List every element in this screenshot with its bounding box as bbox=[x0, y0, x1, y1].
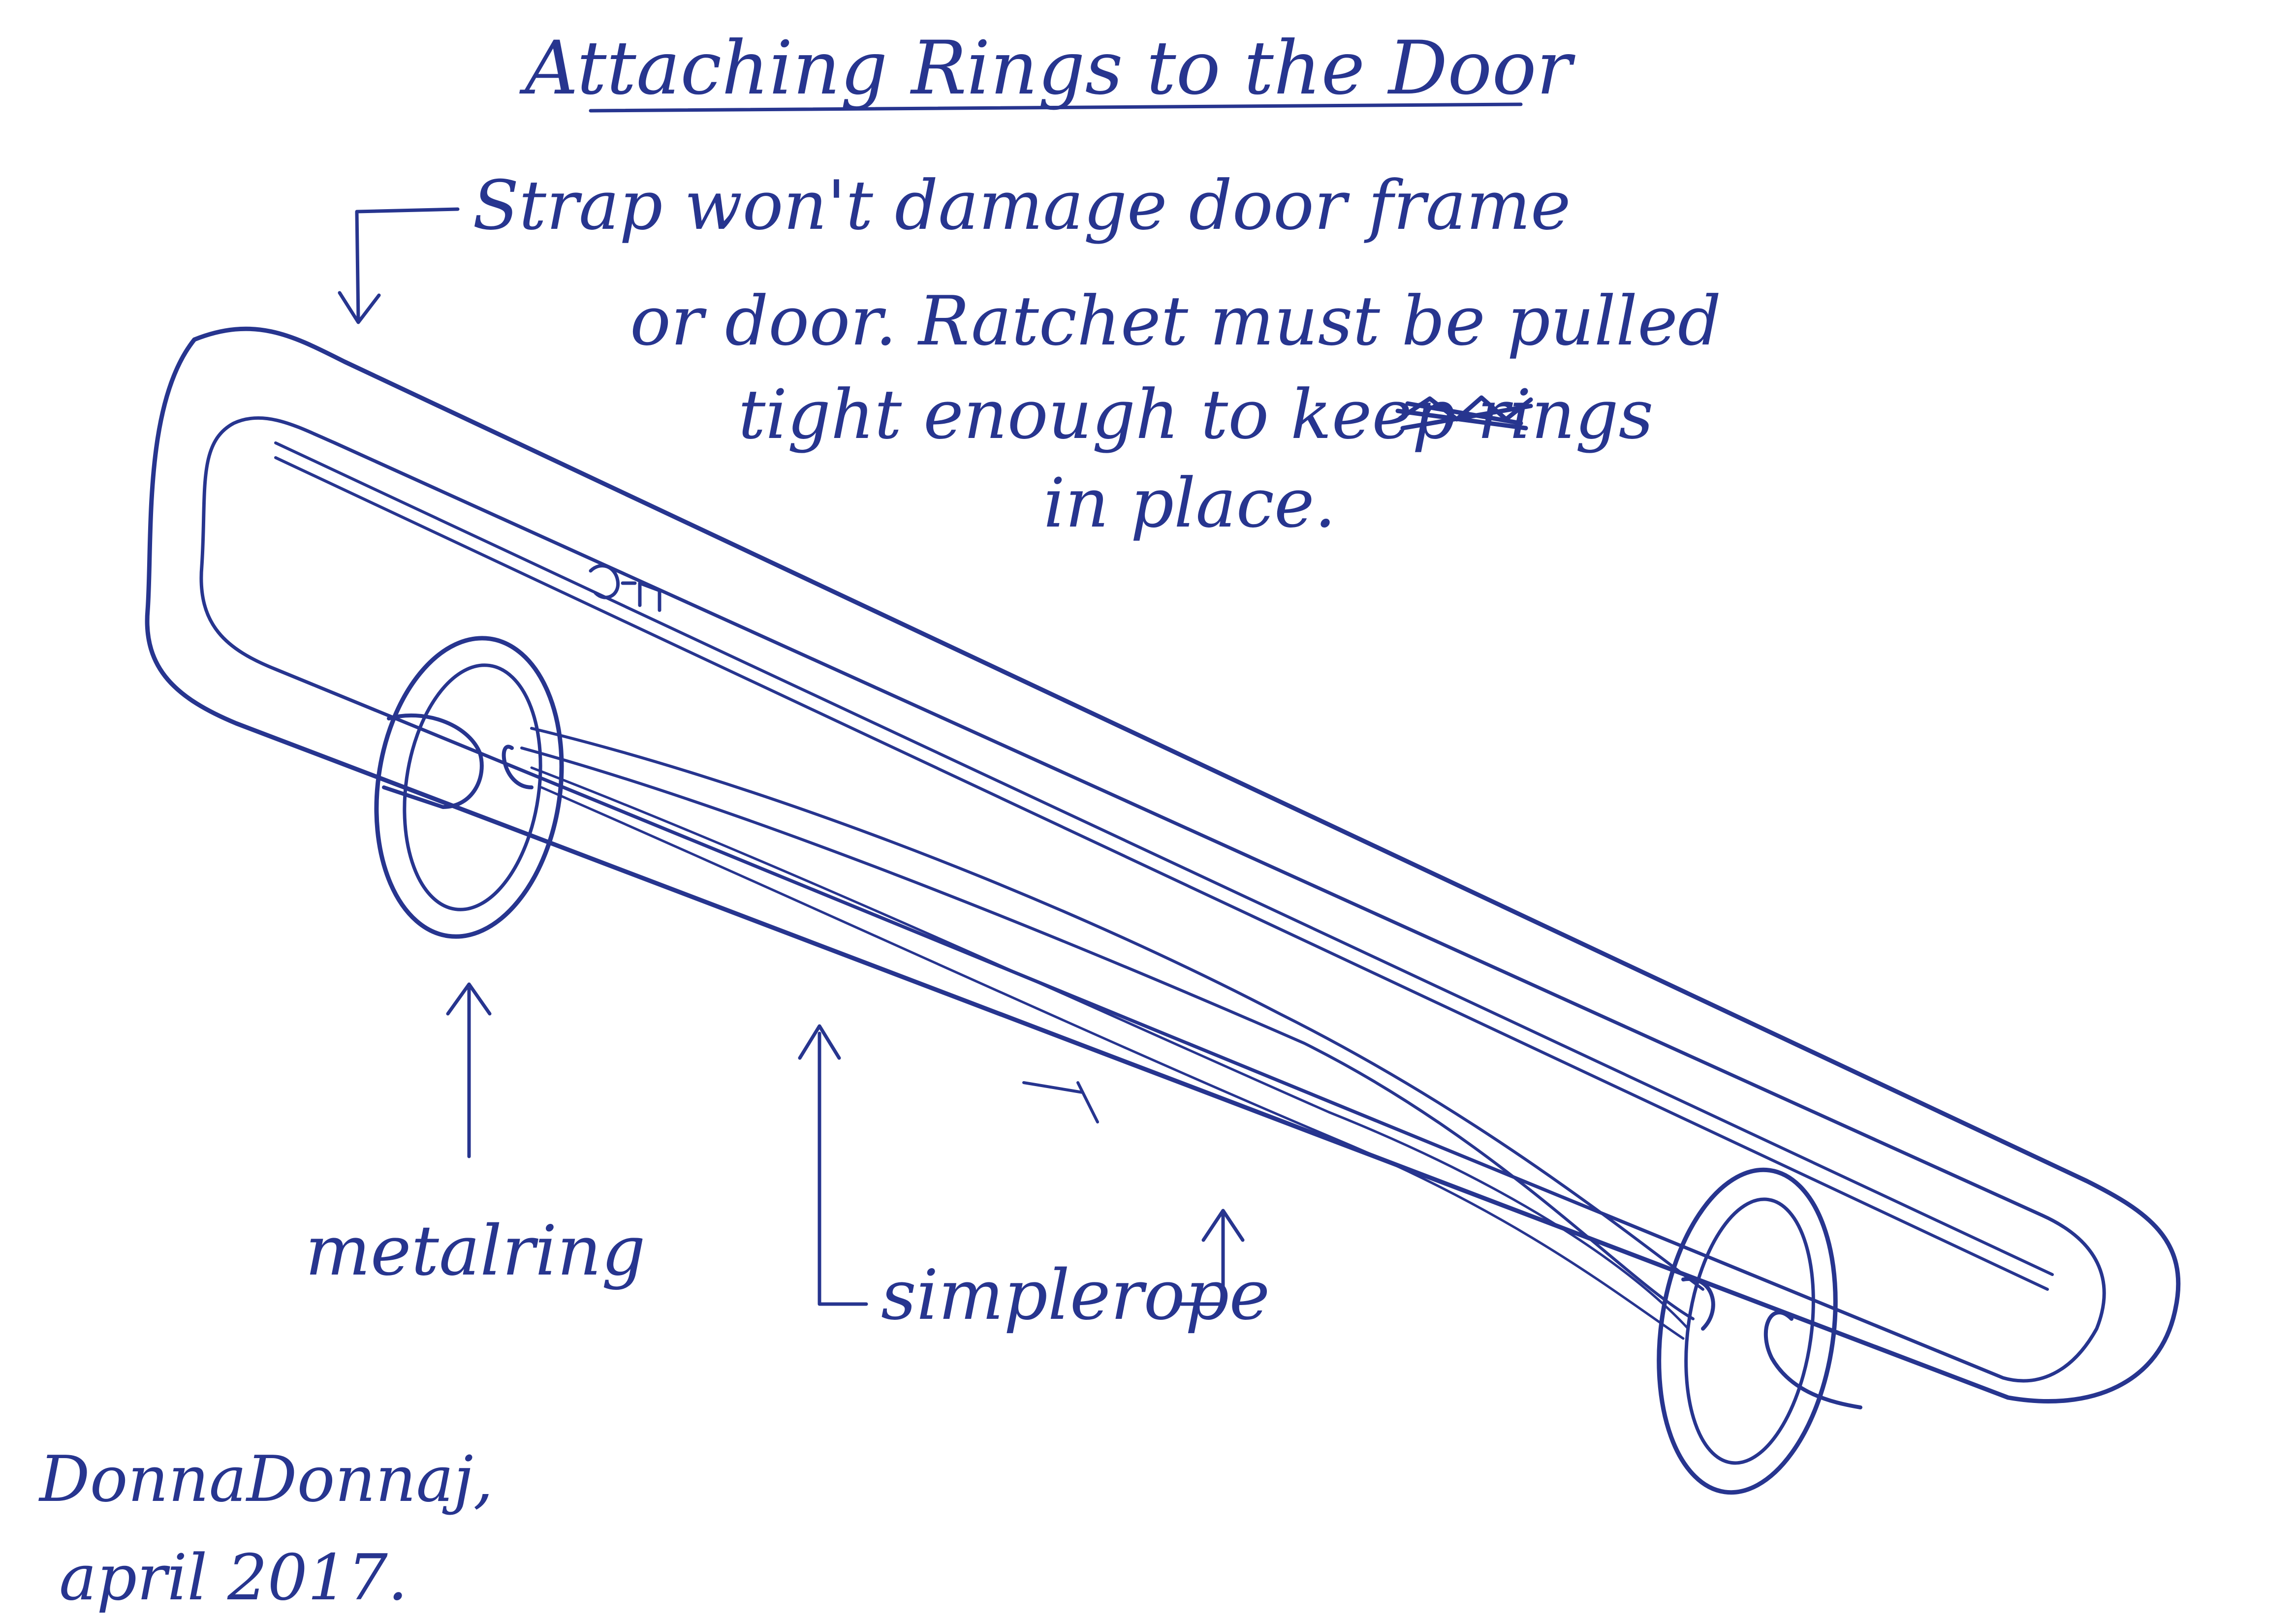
right-metal-ring bbox=[1657, 1167, 1862, 1495]
ratchet-strap bbox=[145, 326, 2181, 1403]
ratchet-buckle bbox=[589, 564, 661, 612]
strap-note-line-4: in place. bbox=[1043, 464, 1336, 543]
metal-ring-label: metalring bbox=[305, 1211, 646, 1291]
simple-rope-pointer-arrows bbox=[798, 1024, 1245, 1306]
diagram-title: Attaching Rings to the Door bbox=[519, 26, 1576, 111]
title-underline bbox=[589, 102, 1523, 113]
metal-ring-pointer-arrow bbox=[446, 982, 492, 1158]
signature-date: april 2017. bbox=[59, 1541, 408, 1615]
left-metal-ring bbox=[374, 636, 564, 939]
strap-note-line-3: tight enough to keep rings bbox=[738, 375, 1653, 454]
scribbled-word bbox=[1395, 395, 1533, 431]
strap-note-line-1: Strap won't damage door frame bbox=[472, 166, 1571, 245]
author-signature: DonnaDonnaj, bbox=[38, 1443, 493, 1516]
note-pointer-arrow bbox=[338, 207, 460, 324]
simple-rope bbox=[520, 727, 1704, 1340]
simple-rope-label: simplerope bbox=[881, 1255, 1270, 1336]
strap-note-line-2: or door. Ratchet must be pulled bbox=[630, 281, 1721, 361]
